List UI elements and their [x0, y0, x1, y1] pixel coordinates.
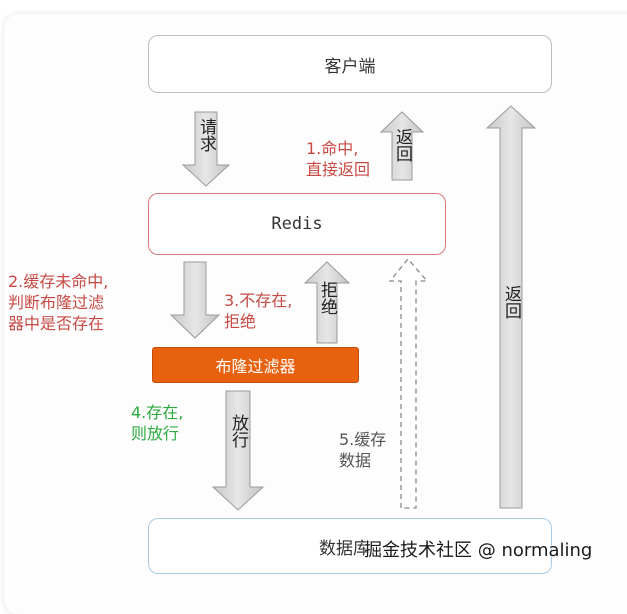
step3-note: 3.不存在, 拒绝 [224, 291, 293, 331]
return-redis-label: 返回 [392, 128, 412, 162]
step2-note: 2.缓存未命中, 判断布隆过滤 器中是否存在 [8, 272, 109, 333]
step1-note: 1.命中, 直接返回 [306, 139, 371, 179]
client-label: 客户端 [324, 56, 376, 77]
request-label: 请求 [196, 118, 216, 152]
database-label: 数据库 [319, 538, 370, 559]
diagram-frame [4, 14, 627, 614]
request-arrow [181, 111, 231, 187]
reject-arrow [303, 261, 351, 344]
cache-data-arrow [388, 257, 429, 509]
miss-arrow [169, 261, 221, 339]
step4-note: 4.存在, 则放行 [131, 403, 184, 443]
pass-arrow [211, 390, 265, 511]
return-db-label: 返回 [501, 285, 521, 319]
client-node: 客户端 [148, 35, 552, 93]
step5-note: 5.缓存 数据 [339, 430, 387, 470]
pass-label: 放行 [228, 414, 248, 448]
bloom-filter-node: 布隆过滤器 [152, 347, 359, 383]
arrows-layer [169, 105, 537, 511]
bloom-filter-label: 布隆过滤器 [215, 357, 296, 376]
redis-node: Redis [148, 193, 446, 255]
database-node: 数据库 [148, 518, 552, 574]
watermark: 掘金技术社区 @ normaling [364, 540, 593, 561]
reject-label: 拒绝 [317, 281, 337, 315]
return-db-arrow [485, 105, 537, 509]
return-redis-arrow [379, 111, 425, 181]
redis-label: Redis [271, 214, 323, 234]
